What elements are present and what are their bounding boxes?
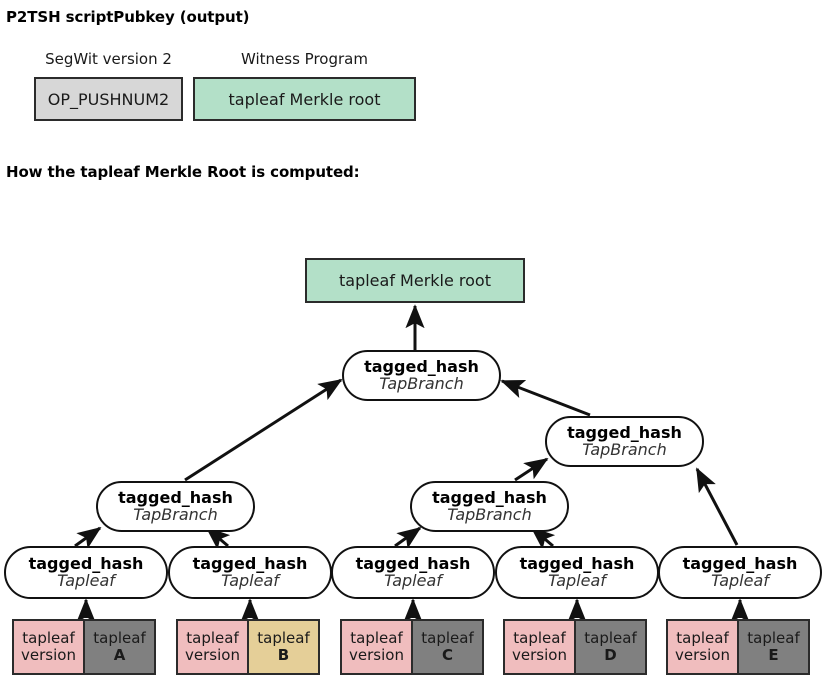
arrow-leaf-a-to-branch-ab xyxy=(74,526,102,549)
leafbox-b-script-cell: tapleaf B xyxy=(247,619,320,675)
leafbox-d-version-line1: tapleaf xyxy=(513,629,566,648)
node-tagged-hash-tapleaf-e: tagged_hash Tapleaf xyxy=(658,546,822,599)
leafbox-d-version-line2: version xyxy=(512,646,567,664)
leafbox-d: tapleaf version tapleaf D xyxy=(503,619,647,675)
leafbox-d-version-cell: tapleaf version xyxy=(503,619,576,675)
node-function-label: tagged_hash xyxy=(364,356,479,376)
node-function-label: tagged_hash xyxy=(28,553,144,573)
leafbox-a-version-line1: tapleaf xyxy=(22,629,75,648)
leafbox-a-version-cell: tapleaf version xyxy=(12,619,85,675)
leafbox-c-version-line1: tapleaf xyxy=(350,629,403,648)
node-tag-label: Tapleaf xyxy=(57,570,115,590)
node-tag-label: TapBranch xyxy=(133,504,218,524)
node-tagged-hash-tapleaf-d: tagged_hash Tapleaf xyxy=(495,546,659,599)
node-tagged-hash-tapbranch-root: tagged_hash TapBranch xyxy=(342,350,501,401)
leafbox-d-script-name: D xyxy=(604,646,617,664)
leafbox-c-version-line2: version xyxy=(349,646,404,664)
node-tag-label: TapBranch xyxy=(582,439,667,459)
leafbox-c: tapleaf version tapleaf C xyxy=(340,619,484,675)
node-tagged-hash-tapleaf-a: tagged_hash Tapleaf xyxy=(4,546,168,599)
leafbox-a-version-line2: version xyxy=(21,646,76,664)
segwit-version-caption: SegWit version 2 xyxy=(45,50,172,68)
arrow-branch-ab-to-root xyxy=(184,378,343,482)
node-function-label: tagged_hash xyxy=(519,553,635,573)
leafbox-c-version-cell: tapleaf version xyxy=(340,619,413,675)
leafbox-b-script-name: B xyxy=(277,646,290,664)
leafbox-c-script-line1: tapleaf xyxy=(421,629,474,648)
leafbox-e-script-name: E xyxy=(768,646,779,664)
segwit-version-box: OP_PUSHNUM2 xyxy=(34,77,183,121)
node-tag-label: Tapleaf xyxy=(711,570,769,590)
leafbox-c-script-cell: tapleaf C xyxy=(411,619,484,675)
leafbox-e-script-cell: tapleaf E xyxy=(737,619,810,675)
witness-program-box: tapleaf Merkle root xyxy=(193,77,416,121)
leafbox-e: tapleaf version tapleaf E xyxy=(666,619,810,675)
node-function-label: tagged_hash xyxy=(355,553,471,573)
leafbox-e-version-cell: tapleaf version xyxy=(666,619,739,675)
tree-merkle-root-box: tapleaf Merkle root xyxy=(305,258,525,303)
node-tagged-hash-tapbranch-right: tagged_hash TapBranch xyxy=(545,416,704,467)
arrow-leaf-c-to-branch-cd xyxy=(394,526,422,549)
node-tag-label: TapBranch xyxy=(447,504,532,524)
leafbox-a-script-cell: tapleaf A xyxy=(83,619,156,675)
node-tag-label: Tapleaf xyxy=(221,570,279,590)
leafbox-b: tapleaf version tapleaf B xyxy=(176,619,320,675)
leafbox-b-version-line1: tapleaf xyxy=(186,629,239,648)
node-function-label: tagged_hash xyxy=(118,487,233,507)
node-tag-label: TapBranch xyxy=(379,373,464,393)
node-function-label: tagged_hash xyxy=(192,553,308,573)
node-tagged-hash-tapleaf-b: tagged_hash Tapleaf xyxy=(168,546,332,599)
node-function-label: tagged_hash xyxy=(432,487,547,507)
leafbox-c-script-name: C xyxy=(441,646,453,664)
section-title-merkle-root: How the tapleaf Merkle Root is computed: xyxy=(6,163,360,181)
page-title: P2TSH scriptPubkey (output) xyxy=(6,8,250,26)
node-tagged-hash-tapleaf-c: tagged_hash Tapleaf xyxy=(331,546,495,599)
leafbox-a-script-line1: tapleaf xyxy=(93,629,146,648)
witness-program-caption: Witness Program xyxy=(241,50,368,68)
leafbox-d-script-line1: tapleaf xyxy=(584,629,637,648)
node-tagged-hash-tapbranch-ab: tagged_hash TapBranch xyxy=(96,481,255,532)
arrow-branch-cd-to-branch-right xyxy=(514,457,549,482)
leafbox-e-version-line1: tapleaf xyxy=(676,629,729,648)
leafbox-b-version-cell: tapleaf version xyxy=(176,619,249,675)
node-function-label: tagged_hash xyxy=(682,553,798,573)
arrow-branch-right-to-root xyxy=(500,379,591,417)
node-tag-label: Tapleaf xyxy=(548,570,606,590)
leafbox-e-version-line2: version xyxy=(675,646,730,664)
arrow-leaf-e-to-branch-right xyxy=(695,467,739,546)
leafbox-b-version-line2: version xyxy=(185,646,240,664)
node-tag-label: Tapleaf xyxy=(384,570,442,590)
leafbox-a: tapleaf version tapleaf A xyxy=(12,619,156,675)
leafbox-e-script-line1: tapleaf xyxy=(747,629,800,648)
leafbox-d-script-cell: tapleaf D xyxy=(574,619,647,675)
leafbox-b-script-line1: tapleaf xyxy=(257,629,310,648)
node-tagged-hash-tapbranch-cd: tagged_hash TapBranch xyxy=(410,481,569,532)
leafbox-a-script-name: A xyxy=(113,646,126,664)
node-function-label: tagged_hash xyxy=(567,422,682,442)
